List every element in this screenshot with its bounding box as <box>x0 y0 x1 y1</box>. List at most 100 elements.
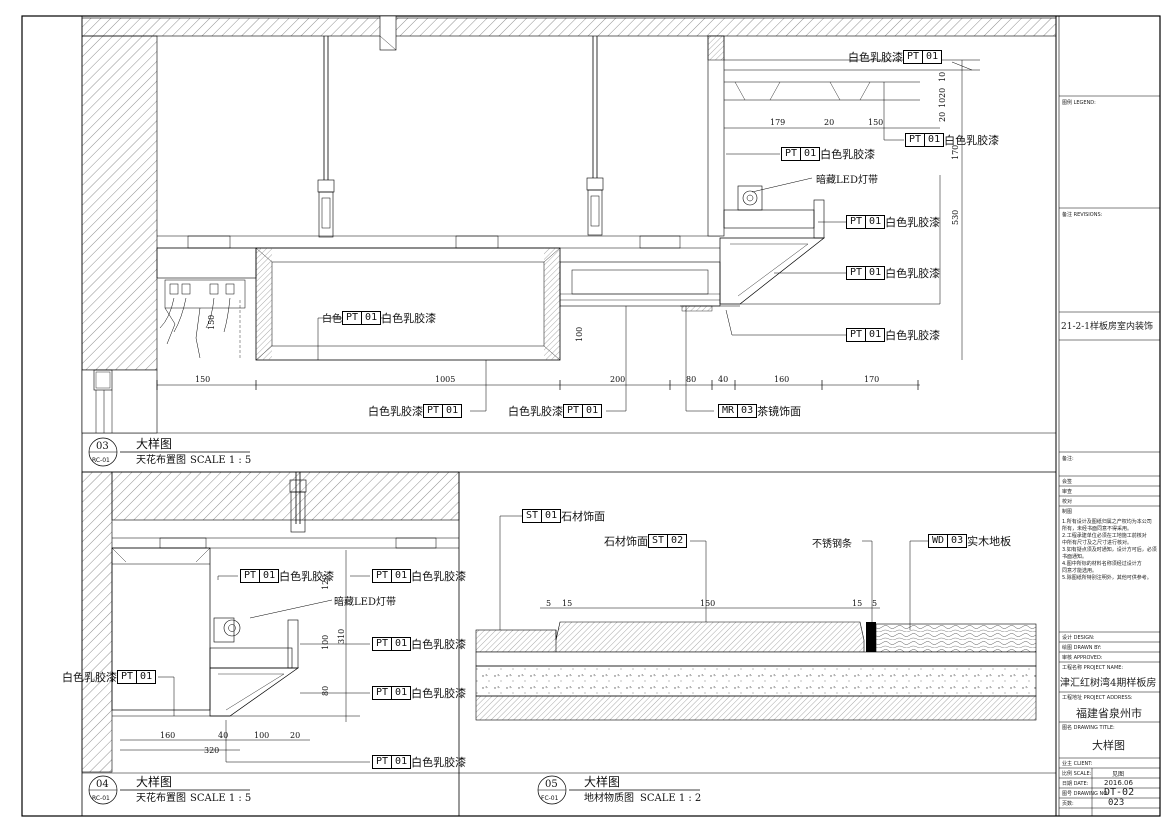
tb-notes-label: 备注: <box>1062 456 1074 462</box>
dim-b4-80: 80 <box>321 686 330 696</box>
dim-b4-20: 20 <box>290 731 300 740</box>
svg-text:03: 03 <box>96 441 109 452</box>
tb-address-label: 工程地址 PROJECT ADDRESS: <box>1062 695 1133 701</box>
tag-led-a: 暗藏LED灯带 <box>816 175 878 186</box>
svg-text:RC-01: RC-01 <box>92 457 110 464</box>
dim-b5-15b: 15 <box>852 599 862 608</box>
tb-drawing-no-label: 图号 DRAWING NO: <box>1062 791 1109 797</box>
tb-row4: 制图 <box>1062 509 1073 515</box>
svg-text:05: 05 <box>545 779 558 790</box>
detail-05: 5 15 150 15 5 <box>475 515 1037 721</box>
svg-text:地材物质图: 地材物质图 <box>584 791 634 804</box>
tb-revisions: 备注 REVISIONS: <box>1062 212 1103 218</box>
svg-text:大样图: 大样图 <box>584 774 620 789</box>
dim-100v: 100 <box>575 327 584 342</box>
tb-design: 设计 DESIGN: <box>1062 635 1095 641</box>
tb-date-value: 2016.06 <box>1104 779 1133 787</box>
dim-b4-320: 320 <box>204 746 219 755</box>
dim-530v: 530 <box>951 210 960 225</box>
dim-b4-100: 100 <box>254 731 269 740</box>
dim-160: 160 <box>774 375 789 384</box>
tag-stainless: 不锈钢条 <box>812 539 852 550</box>
dim-150b: 150 <box>868 118 883 127</box>
svg-text:天花布置图: 天花布置图 <box>136 453 186 466</box>
tb-row1: 会签 <box>1062 479 1073 485</box>
dim-b4-160: 160 <box>160 731 175 740</box>
tb-page-no: 023 <box>1108 798 1125 808</box>
tb-drawing-no: DT-02 <box>1104 787 1135 798</box>
dim-200: 200 <box>610 375 625 384</box>
dim-40: 40 <box>718 375 728 384</box>
dim-b5-5a: 5 <box>546 599 551 608</box>
tb-project-name-label: 工程名称 PROJECT NAME: <box>1062 665 1124 671</box>
dim-20v2: 20 <box>938 112 947 122</box>
tb-notes: 1.所有设计及图纸归属之产权均为本公司 所有，未经书面同意不得采用。 2.工程承… <box>1062 519 1157 581</box>
svg-text:FC-01: FC-01 <box>541 795 559 802</box>
tb-scale-value: 见图 <box>1112 771 1125 778</box>
dim-20v: 20 <box>938 88 947 98</box>
tb-client-label: 业主 CLIENT: <box>1062 761 1093 767</box>
detail-04: 160 40 100 20 320 120 100 80 310 <box>81 471 460 773</box>
tb-scale-label: 比例 SCALE: <box>1062 771 1092 777</box>
detail-title-05: 05 FC-01 大样图 地材物质图 SCALE 1 : 2 <box>537 774 701 805</box>
dim-b5-150: 150 <box>700 599 715 608</box>
tb-date-label: 日期 DATE: <box>1062 781 1089 787</box>
tb-drawn: 绘图 DRAWN BY: <box>1062 645 1102 651</box>
title-block-grid <box>1059 95 1160 816</box>
detail-03: 150 1005 200 80 40 160 170 179 20 150 17… <box>81 15 1057 434</box>
svg-text:SCALE 1 : 2: SCALE 1 : 2 <box>640 793 701 804</box>
sheet-border <box>21 15 1161 817</box>
tb-project-vertical: 21-2-1样板房室内装饰 <box>1061 322 1153 332</box>
tb-row3: 校对 <box>1062 499 1073 505</box>
tb-checked: 审核 APPROVED: <box>1062 655 1103 661</box>
tb-drawing-title-label: 图名 DRAWING TITLE: <box>1062 725 1115 731</box>
svg-text:大样图: 大样图 <box>136 774 172 789</box>
dim-20: 20 <box>824 118 834 127</box>
svg-text:天花布置图: 天花布置图 <box>136 791 186 804</box>
dim-b4-40: 40 <box>218 731 228 740</box>
tb-project-name: 津汇红树湾4期样板房 <box>1060 678 1157 689</box>
dim-150v: 150 <box>207 315 216 330</box>
dim-b4-100v: 100 <box>321 635 330 650</box>
dim-80: 80 <box>686 375 696 384</box>
dim-10v2: 10 <box>938 98 947 108</box>
svg-text:SCALE 1 : 5: SCALE 1 : 5 <box>190 455 251 466</box>
tb-legend: 图例 LEGEND: <box>1062 100 1096 106</box>
dim-b4-120: 120 <box>321 575 330 590</box>
dim-b4-310: 310 <box>337 629 346 644</box>
dim-b5-15a: 15 <box>562 599 572 608</box>
svg-text:大样图: 大样图 <box>136 436 172 451</box>
svg-text:SCALE 1 : 5: SCALE 1 : 5 <box>190 793 251 804</box>
detail-title-03: 03 RC-01 大样图 天花布置图 SCALE 1 : 5 <box>88 436 251 467</box>
tb-page-label: 页数: <box>1062 801 1074 807</box>
svg-text:04: 04 <box>96 779 109 790</box>
tb-drawing-title: 大样图 <box>1092 739 1125 752</box>
dim-10v: 10 <box>938 72 947 82</box>
tb-row2: 审查 <box>1062 489 1073 495</box>
tb-address: 福建省泉州市 <box>1076 707 1142 720</box>
dim-179: 179 <box>770 118 785 127</box>
dim-170v: 170 <box>951 145 960 160</box>
detail-title-04: 04 RC-01 大样图 天花布置图 SCALE 1 : 5 <box>88 774 251 805</box>
dim-1005: 1005 <box>435 375 455 384</box>
